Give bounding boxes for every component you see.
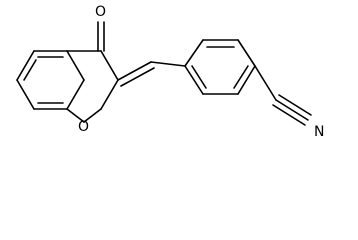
triple-bond <box>278 94 312 116</box>
carbonyl-oxygen-label: O <box>95 4 106 20</box>
exocyclic-double-bond <box>117 61 186 87</box>
double-bond-inner <box>23 59 37 81</box>
bond <box>66 108 85 123</box>
ring-oxygen-label: O <box>78 119 89 135</box>
bond <box>83 108 102 123</box>
chemical-structure: O O N <box>16 4 324 140</box>
bond <box>16 50 35 81</box>
bond <box>100 79 119 110</box>
bond <box>100 50 119 81</box>
double-bond-inner <box>191 65 207 89</box>
bond <box>254 65 277 101</box>
bond <box>16 79 35 110</box>
bond <box>237 39 256 67</box>
phenyl-ring <box>184 39 256 95</box>
bond <box>117 61 152 81</box>
double-bond-inner <box>233 65 249 89</box>
bond <box>150 61 186 67</box>
bond <box>66 79 85 110</box>
pyranone-ring <box>66 21 119 123</box>
nitrile-group <box>254 65 312 126</box>
bond <box>184 65 204 95</box>
bond <box>237 65 256 95</box>
nitrile-nitrogen-label: N <box>314 124 324 140</box>
bond <box>120 67 155 87</box>
bond <box>184 39 204 67</box>
benzo-ring <box>16 50 85 110</box>
bond <box>66 50 85 81</box>
triple-bond <box>272 104 306 126</box>
triple-bond <box>275 99 309 121</box>
